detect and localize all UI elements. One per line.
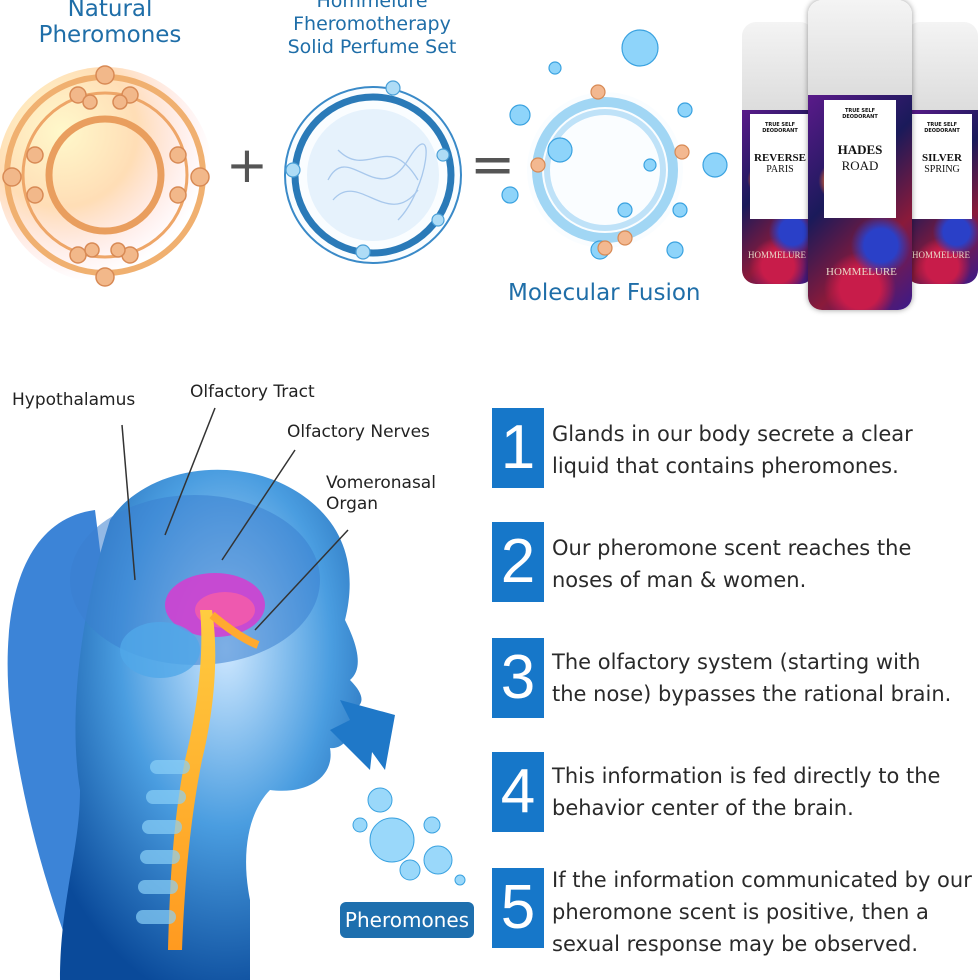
plus-sign: + [226, 136, 268, 194]
product-title-line1: Hommelure [316, 0, 428, 12]
product-title-line2: Fheromotherapy [293, 13, 451, 35]
tin-reverse-paris: TRUE SELF DEODORANT REVERSE PARIS HOMMEL… [742, 22, 814, 284]
natural-pheromones-ring-icon [0, 65, 213, 287]
perfume-ring-icon [284, 80, 462, 264]
vomeronasal-organ-label: Vomeronasal Organ [326, 473, 436, 515]
step-3-number: 3 [492, 638, 544, 718]
product-title-line3: Solid Perfume Set [287, 36, 457, 58]
step-3-text: The olfactory system (starting with the … [552, 650, 952, 706]
step-5-number: 5 [492, 868, 544, 948]
tin-silver-spring: TRUE SELF DEODORANT SILVER SPRING HOMMEL… [906, 22, 978, 284]
olfactory-tract-label: Olfactory Tract [190, 382, 315, 402]
vomeronasal-label-line1: Vomeronasal [326, 473, 436, 493]
natural-pheromones-title: Natural Pheromones [38, 0, 182, 48]
molecular-fusion-label: Molecular Fusion [508, 280, 701, 306]
label-leader-lines [121, 407, 349, 631]
step-4-number: 4 [492, 752, 544, 832]
equals-sign: = [470, 133, 516, 196]
pheromones-badge: Pheromones [340, 902, 474, 938]
molecular-fusion-icon [501, 29, 728, 260]
step-1-number: 1 [492, 408, 544, 488]
step-1-text: Glands in our body secrete a clear liqui… [552, 422, 913, 478]
tin-hades-road: TRUE SELF DEODORANT HADES ROAD HOMMELURE [808, 0, 912, 310]
step-2-text: Our pheromone scent reaches the noses of… [552, 536, 912, 592]
step-5-text: If the information communicated by our p… [552, 868, 972, 956]
step-2-number: 2 [492, 522, 544, 602]
vomeronasal-label-line2: Organ [326, 494, 379, 514]
olfactory-nerves-label: Olfactory Nerves [287, 422, 430, 442]
hypothalamus-label: Hypothalamus [12, 390, 136, 410]
product-title: Hommelure Fheromotherapy Solid Perfume S… [272, 0, 472, 59]
step-4-text: This information is fed directly to the … [552, 764, 941, 820]
